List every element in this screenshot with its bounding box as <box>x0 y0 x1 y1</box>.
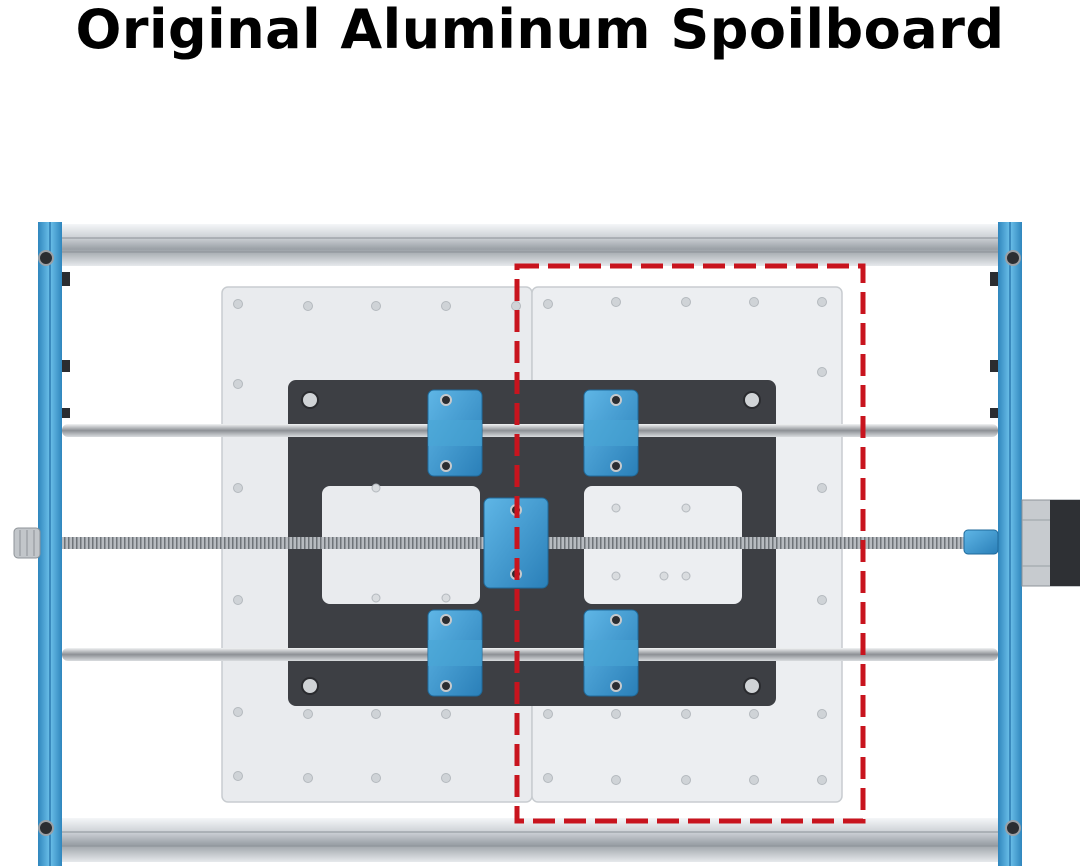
left-end-brackets <box>62 272 70 418</box>
linear-bearing-blocks <box>427 389 639 697</box>
stepper-motor <box>1021 499 1080 587</box>
carriage-bolts <box>301 391 761 695</box>
left-blue-extrusion <box>38 222 62 866</box>
handwheel-knob <box>13 527 41 559</box>
page-title: Original Aluminum Spoilboard <box>75 0 1005 61</box>
highlight-dashed-box <box>514 263 866 824</box>
plate-cutout-holes <box>371 483 691 603</box>
lower-guide-rod <box>62 648 998 661</box>
bottom-rail <box>58 818 1003 862</box>
top-rail <box>58 224 1003 266</box>
spoilboard-holes <box>233 297 827 785</box>
right-end-brackets <box>990 272 998 418</box>
shaft-coupler <box>963 529 999 555</box>
right-blue-extrusion <box>998 222 1022 866</box>
upper-guide-rod <box>62 424 998 437</box>
